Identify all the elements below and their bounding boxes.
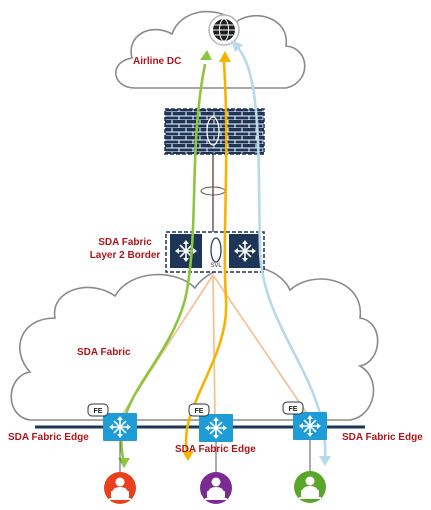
sda-fabric-cloud xyxy=(10,264,379,421)
globe-icon xyxy=(208,14,240,46)
fe-badge-right: FE xyxy=(289,406,298,413)
user-laptop-icon xyxy=(104,472,136,504)
path-gold-arrow xyxy=(219,51,231,62)
border-label-line1: SDA Fabric xyxy=(98,237,152,248)
airline-dc-label: Airline DC xyxy=(133,56,182,67)
fe-badge-center: FE xyxy=(195,408,204,415)
path-lightblue-arrow xyxy=(231,40,243,52)
edge-label-left: SDA Fabric Edge xyxy=(8,432,89,443)
border-switch-icon xyxy=(165,231,265,273)
edge-switch-center xyxy=(188,403,233,442)
tan-link-center xyxy=(212,274,216,419)
path-gold-arrow-bottom xyxy=(182,451,194,461)
path-green-arrow-bottom xyxy=(118,458,130,468)
edge-switch-left xyxy=(87,403,137,441)
fe-badge-left: FE xyxy=(94,408,103,415)
svl-label: SVL xyxy=(210,263,222,269)
user-laptop-icon xyxy=(200,472,232,504)
edge-switch-right xyxy=(282,401,327,440)
edge-label-right: SDA Fabric Edge xyxy=(342,432,423,443)
firewall-icon xyxy=(164,108,265,155)
sda-fabric-label: SDA Fabric xyxy=(77,347,131,358)
path-lightblue-arrow-bottom xyxy=(319,456,331,466)
border-label: SDA Fabric Layer 2 Border xyxy=(80,236,170,262)
edge-label-center: SDA Fabric Edge xyxy=(175,444,256,455)
border-label-line2: Layer 2 Border xyxy=(89,250,161,261)
path-green-arrow xyxy=(200,50,212,60)
path-green xyxy=(119,63,207,463)
path-lightblue xyxy=(235,45,327,461)
tan-link-right xyxy=(212,274,311,419)
airline-dc-cloud xyxy=(115,10,306,89)
user-laptop-icon xyxy=(294,471,326,503)
